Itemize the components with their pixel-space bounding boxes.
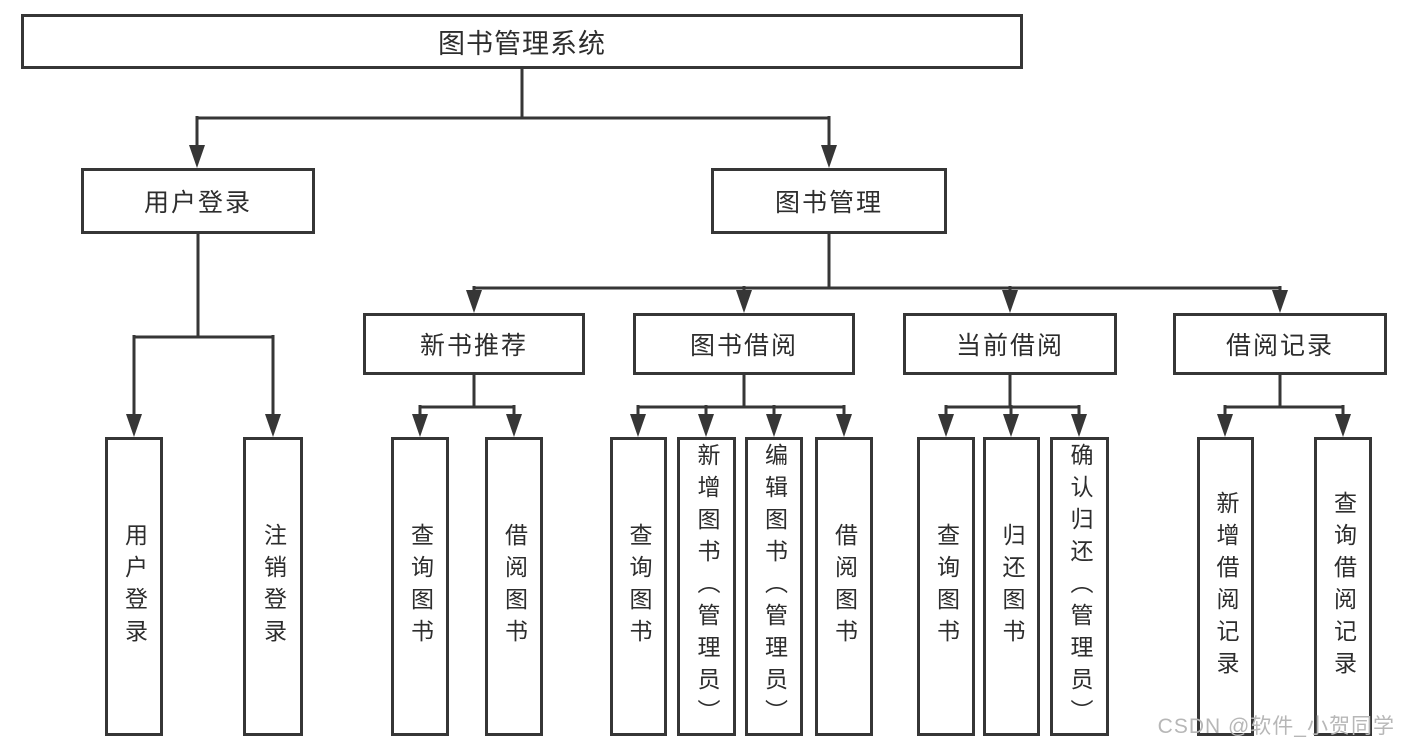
leaf-borrow-add-books-admin-label: 新增图书（管理员） bbox=[694, 442, 720, 731]
node-book-management: 图书管理 bbox=[711, 168, 947, 234]
leaf-borrow-query-books-label: 查询图书 bbox=[626, 522, 652, 651]
node-root-label: 图书管理系统 bbox=[438, 29, 606, 59]
leaf-records-add-record: 新增借阅记录 bbox=[1197, 437, 1254, 736]
leaf-recommend-query-books: 查询图书 bbox=[391, 437, 449, 736]
leaf-borrow-borrow-books: 借阅图书 bbox=[815, 437, 873, 736]
leaf-user-login-label: 用户登录 bbox=[121, 522, 148, 651]
node-borrow-records-label: 借阅记录 bbox=[1225, 332, 1334, 360]
node-borrow-records: 借阅记录 bbox=[1173, 313, 1387, 375]
leaf-borrow-query-books: 查询图书 bbox=[610, 437, 667, 736]
csdn-watermark: CSDN @软件_小贺同学 bbox=[1157, 715, 1395, 738]
leaf-borrow-add-books-admin: 新增图书（管理员） bbox=[677, 437, 736, 736]
node-current-borrow-label: 当前借阅 bbox=[955, 332, 1064, 360]
leaf-records-add-record-label: 新增借阅记录 bbox=[1213, 490, 1239, 683]
leaf-current-query-books-label: 查询图书 bbox=[933, 522, 960, 651]
leaf-logout: 注销登录 bbox=[243, 437, 303, 736]
node-user-login-label: 用户登录 bbox=[143, 189, 252, 217]
leaf-records-query-record-label: 查询借阅记录 bbox=[1330, 490, 1357, 683]
leaf-recommend-borrow-books: 借阅图书 bbox=[485, 437, 543, 736]
leaf-recommend-borrow-books-label: 借阅图书 bbox=[501, 522, 528, 651]
node-new-book-recommend: 新书推荐 bbox=[363, 313, 585, 375]
leaf-borrow-edit-books-admin-label: 编辑图书（管理员） bbox=[761, 442, 788, 731]
leaf-borrow-borrow-books-label: 借阅图书 bbox=[831, 522, 858, 651]
node-current-borrow: 当前借阅 bbox=[903, 313, 1117, 375]
leaf-current-confirm-return-admin-label: 确认归还（管理员） bbox=[1067, 442, 1093, 731]
leaf-recommend-query-books-label: 查询图书 bbox=[407, 522, 434, 651]
leaf-current-return-books-label: 归还图书 bbox=[999, 522, 1025, 651]
leaf-current-confirm-return-admin: 确认归还（管理员） bbox=[1050, 437, 1109, 736]
node-user-login: 用户登录 bbox=[81, 168, 315, 234]
leaf-current-query-books: 查询图书 bbox=[917, 437, 975, 736]
node-book-borrow: 图书借阅 bbox=[633, 313, 855, 375]
leaf-logout-label: 注销登录 bbox=[260, 522, 287, 651]
leaf-user-login: 用户登录 bbox=[105, 437, 163, 736]
node-book-borrow-label: 图书借阅 bbox=[689, 332, 798, 360]
node-root: 图书管理系统 bbox=[21, 14, 1023, 69]
leaf-borrow-edit-books-admin: 编辑图书（管理员） bbox=[745, 437, 803, 736]
node-new-book-recommend-label: 新书推荐 bbox=[419, 332, 528, 360]
leaf-records-query-record: 查询借阅记录 bbox=[1314, 437, 1372, 736]
node-book-management-label: 图书管理 bbox=[774, 189, 883, 217]
leaf-current-return-books: 归还图书 bbox=[983, 437, 1040, 736]
